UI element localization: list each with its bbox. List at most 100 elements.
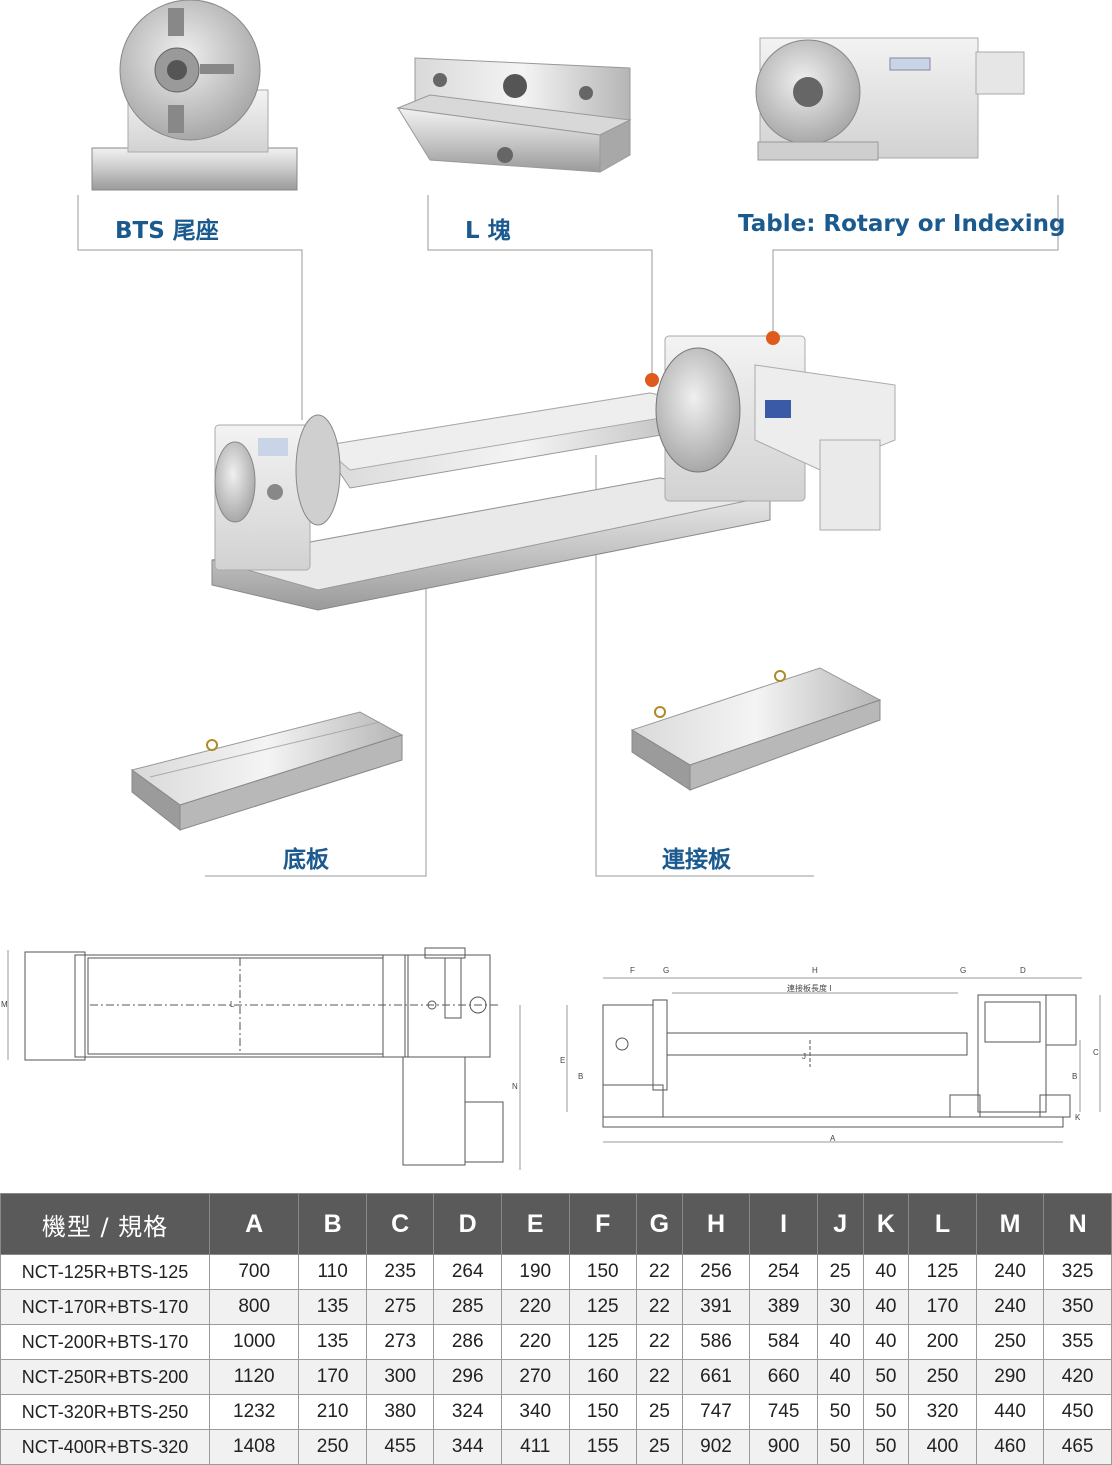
table-cell: 455: [365, 1429, 435, 1465]
table-cell: 1232: [208, 1394, 300, 1430]
table-cell: 411: [500, 1429, 570, 1465]
spec-table: 機型 / 規格 A B C D E F G H I J K L M N NCT-…: [0, 1193, 1112, 1465]
table-cell: 389: [749, 1289, 818, 1325]
header-h: H: [681, 1193, 751, 1255]
table-cell: 296: [433, 1359, 502, 1395]
table-cell: 350: [1043, 1289, 1112, 1325]
table-cell: 50: [816, 1394, 864, 1430]
dim-label-connect-length: 連接板長度 I: [787, 984, 832, 993]
table-cell: 1120: [208, 1359, 300, 1395]
base-plate-image: [130, 711, 404, 832]
table-cell: 273: [365, 1324, 435, 1360]
table-cell: 155: [568, 1429, 638, 1465]
dim-label-n: N: [512, 1082, 518, 1091]
table-cell: 40: [862, 1324, 910, 1360]
dim-label-k: K: [1075, 1113, 1081, 1122]
top-view-drawing: [7, 947, 521, 1170]
header-f: F: [568, 1193, 638, 1255]
indicator-dot: [645, 373, 659, 387]
bts-tailstock-image: [91, 0, 298, 191]
side-view-drawing: [566, 977, 1101, 1143]
dim-label-b-right: B: [1072, 1072, 1078, 1081]
table-cell: 250: [908, 1359, 977, 1395]
table-cell: 450: [1043, 1394, 1112, 1430]
assembly-image: [211, 335, 896, 611]
rotary-table-image: [755, 37, 1025, 161]
table-cell: 190: [500, 1254, 570, 1290]
table-cell: 50: [816, 1429, 864, 1465]
table-cell: 125: [908, 1254, 977, 1290]
table-cell: 50: [862, 1359, 910, 1395]
header-c: C: [365, 1193, 435, 1255]
table-cell: 344: [433, 1429, 502, 1465]
table-cell: 160: [568, 1359, 638, 1395]
product-illustration: [7, 0, 1101, 1170]
dim-label-g2: G: [960, 966, 967, 975]
table-cell: 135: [298, 1324, 367, 1360]
header-d: D: [433, 1193, 502, 1255]
table-cell: 290: [975, 1359, 1045, 1395]
table-cell: 900: [749, 1429, 818, 1465]
dim-label-h: H: [812, 966, 818, 975]
table-cell: 50: [862, 1429, 910, 1465]
header-model: 機型 / 規格: [0, 1193, 210, 1255]
dim-label-c: C: [1093, 1048, 1099, 1057]
table-cell: 22: [636, 1324, 683, 1360]
table-cell: 586: [681, 1324, 751, 1360]
table-cell: 170: [298, 1359, 367, 1395]
table-cell: 275: [365, 1289, 435, 1325]
dim-label-b-left: B: [578, 1072, 584, 1081]
table-cell: 30: [816, 1289, 864, 1325]
table-cell: 210: [298, 1394, 367, 1430]
table-cell: 420: [1043, 1359, 1112, 1395]
table-cell-model: NCT-125R+BTS-125: [0, 1254, 210, 1290]
table-cell: 264: [433, 1254, 502, 1290]
table-cell: 22: [636, 1359, 683, 1395]
dim-label-g1: G: [663, 966, 670, 975]
table-cell: 325: [1043, 1254, 1112, 1290]
table-cell: 170: [908, 1289, 977, 1325]
table-cell: 440: [975, 1394, 1045, 1430]
header-e: E: [500, 1193, 570, 1255]
dim-label-j: J: [802, 1052, 806, 1061]
table-cell: 110: [298, 1254, 367, 1290]
table-cell: 135: [298, 1289, 367, 1325]
table-cell: 240: [975, 1289, 1045, 1325]
table-cell: 235: [365, 1254, 435, 1290]
table-cell-model: NCT-400R+BTS-320: [0, 1429, 210, 1465]
dim-label-f: F: [630, 966, 635, 975]
dim-label-l: L: [230, 1000, 235, 1009]
table-cell-model: NCT-250R+BTS-200: [0, 1359, 210, 1395]
table-cell: 125: [568, 1324, 638, 1360]
callout-rotary-table: Table: Rotary or Indexing: [738, 211, 1066, 237]
table-cell: 340: [500, 1394, 570, 1430]
table-cell: 700: [208, 1254, 300, 1290]
leader-lines: [77, 195, 1059, 877]
table-cell: 391: [681, 1289, 751, 1325]
l-block-image: [396, 57, 632, 173]
table-cell: 256: [681, 1254, 751, 1290]
table-cell: 150: [568, 1394, 638, 1430]
connecting-plate-image: [630, 667, 882, 791]
table-cell: 902: [681, 1429, 751, 1465]
header-i: I: [749, 1193, 818, 1255]
table-cell: 40: [862, 1289, 910, 1325]
header-j: J: [816, 1193, 864, 1255]
indicator-dot: [766, 331, 780, 345]
table-cell: 400: [908, 1429, 977, 1465]
table-cell: 285: [433, 1289, 502, 1325]
callout-bts-tailstock: BTS 尾座: [115, 218, 219, 244]
table-cell: 125: [568, 1289, 638, 1325]
header-m: M: [975, 1193, 1045, 1255]
table-cell: 250: [975, 1324, 1045, 1360]
table-cell: 355: [1043, 1324, 1112, 1360]
table-cell: 22: [636, 1289, 683, 1325]
table-cell: 1408: [208, 1429, 300, 1465]
table-cell: 25: [636, 1394, 683, 1430]
table-cell: 745: [749, 1394, 818, 1430]
table-cell: 25: [636, 1429, 683, 1465]
